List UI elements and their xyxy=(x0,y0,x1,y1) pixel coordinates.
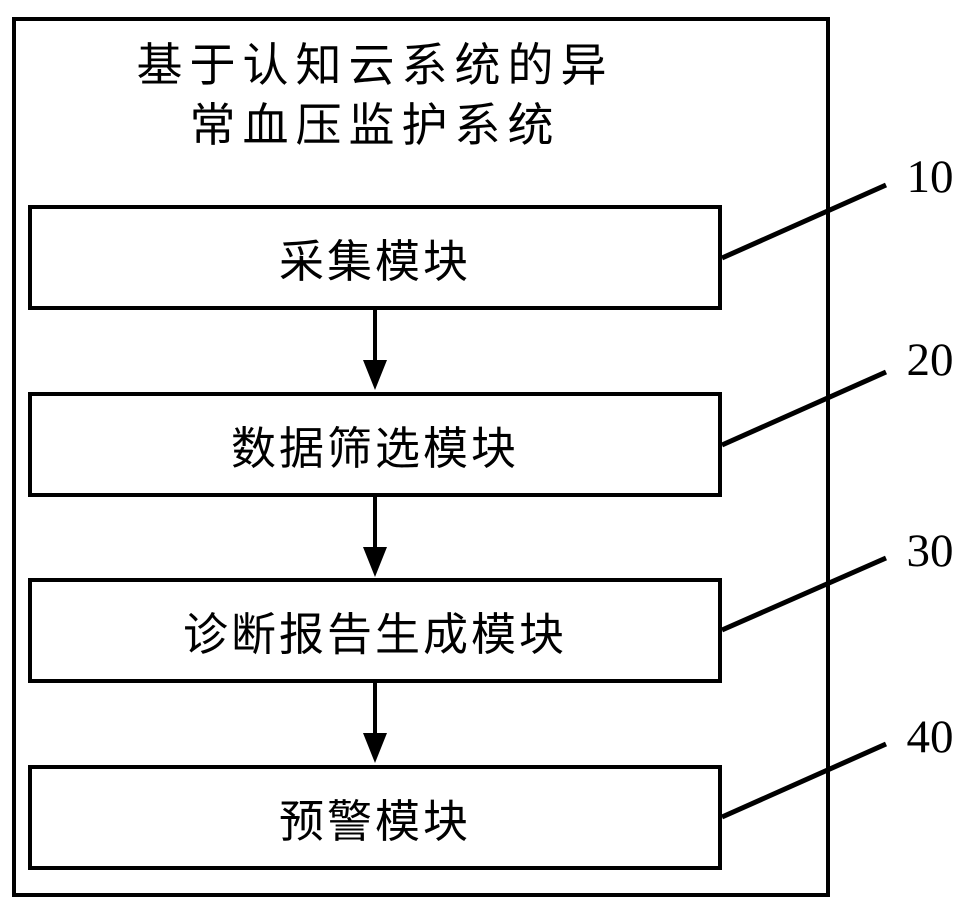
module-label-data-filtering: 数据筛选模块 xyxy=(230,424,519,474)
module-box-early-warning: 预警模块 xyxy=(28,765,722,870)
module-box-report-generation: 诊断报告生成模块 xyxy=(28,578,722,683)
system-boundary-frame xyxy=(12,17,830,897)
flow-arrow-shaft-2 xyxy=(373,497,377,549)
flow-arrow-head-icon-1 xyxy=(363,360,387,390)
flow-arrow-head-icon-2 xyxy=(363,547,387,577)
module-label-report-generation: 诊断报告生成模块 xyxy=(182,610,567,660)
ref-label-30: 30 xyxy=(906,525,954,577)
flow-arrow-head-icon-3 xyxy=(363,733,387,763)
flow-arrow-shaft-1 xyxy=(373,310,377,362)
module-label-early-warning: 预警模块 xyxy=(278,797,471,847)
ref-label-40: 40 xyxy=(906,711,954,763)
diagram-title-line1: 基于认知云系统的异 xyxy=(136,40,614,91)
ref-label-20: 20 xyxy=(906,334,954,386)
module-label-collection: 采集模块 xyxy=(278,237,471,287)
diagram-title-line2: 常血压监护系统 xyxy=(189,100,561,151)
module-box-data-filtering: 数据筛选模块 xyxy=(28,392,722,497)
diagram-title: 基于认知云系统的异 常血压监护系统 xyxy=(28,36,722,156)
module-box-collection: 采集模块 xyxy=(28,205,722,310)
ref-label-10: 10 xyxy=(906,151,954,203)
flow-arrow-shaft-3 xyxy=(373,682,377,735)
